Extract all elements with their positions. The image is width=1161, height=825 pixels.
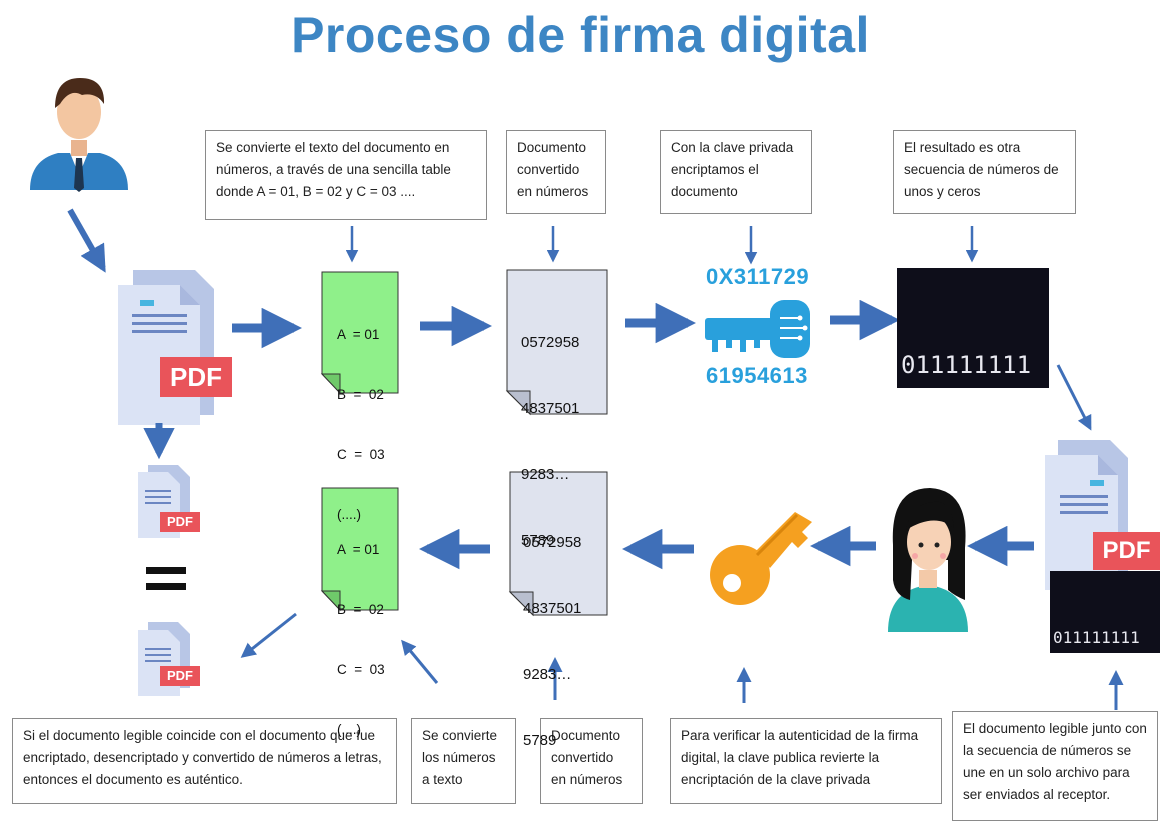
public-key-icon [710, 512, 812, 605]
number-line: 5789 [521, 532, 555, 549]
table-line: B = 02 [337, 602, 384, 617]
note-convert-text: Se convierte el texto del documento en n… [205, 130, 487, 220]
key-hex-bottom: 61954613 [706, 363, 808, 388]
sender-avatar [30, 78, 128, 192]
table-line: (....) [337, 722, 361, 737]
table-line: C = 03 [337, 447, 385, 462]
note-doc-numbers-top: Documento convertido en números [506, 130, 606, 214]
table-line: A = 01 [337, 542, 380, 557]
table-note-top-text: A = 01 B = 02 C = 03 (....) [337, 285, 385, 545]
note-private-key: Con la clave privada encriptamos el docu… [660, 130, 812, 214]
pdf-document-large [118, 270, 214, 425]
binary-line: 011111111 [901, 351, 1032, 379]
pdf-label-small-2: PDF [160, 666, 200, 686]
number-line: 4837501 [521, 400, 580, 417]
equals-sign-bottom-bar [146, 583, 186, 590]
table-line: A = 01 [337, 327, 380, 342]
pdf-label-bundle: PDF [1093, 532, 1160, 570]
note-to-text: Se convierte los números a texto [411, 718, 516, 804]
page-title: Proceso de firma digital [291, 7, 870, 63]
key-hex-top: 0X311729 [706, 264, 810, 289]
number-line: 4837501 [523, 600, 582, 617]
numbers-document-top [505, 269, 608, 416]
number-line: 9283… [521, 466, 570, 483]
note-match: Si el documento legible coincide con el … [12, 718, 397, 804]
binary-line: 011111111 [1053, 628, 1140, 647]
pdf-label-small-1: PDF [160, 512, 200, 532]
receiver-avatar [888, 488, 968, 632]
number-line: 0572958 [521, 334, 580, 351]
table-line: B = 02 [337, 387, 384, 402]
note-doc-numbers-bottom: Documento convertido en números [540, 718, 643, 804]
flow-arrows [67, 208, 1124, 710]
green-table-note-top [320, 271, 399, 395]
numbers-doc-bottom-text: 0572958 4837501 9283… 5789 [523, 488, 581, 774]
note-bundle: El documento legible junto con la secuen… [952, 711, 1158, 821]
numbers-document-bottom [508, 471, 608, 617]
equals-sign-top-bar [146, 567, 186, 574]
number-line: 0572958 [523, 534, 582, 551]
note-result: El resultado es otra secuencia de número… [893, 130, 1076, 214]
table-note-bottom-text: A = 01 B = 02 C = 03 (....) [337, 500, 385, 760]
pdf-label-large: PDF [160, 357, 232, 397]
table-line: (....) [337, 507, 361, 522]
number-line: 9283… [523, 666, 572, 683]
green-table-note-bottom [320, 487, 399, 612]
numbers-doc-top-text: 0572958 4837501 9283… 5789 [521, 288, 579, 574]
number-line: 5789 [523, 732, 557, 749]
table-line: C = 03 [337, 662, 385, 677]
note-verify: Para verificar la autenticidad de la fir… [670, 718, 942, 804]
private-key-icon [705, 300, 810, 358]
